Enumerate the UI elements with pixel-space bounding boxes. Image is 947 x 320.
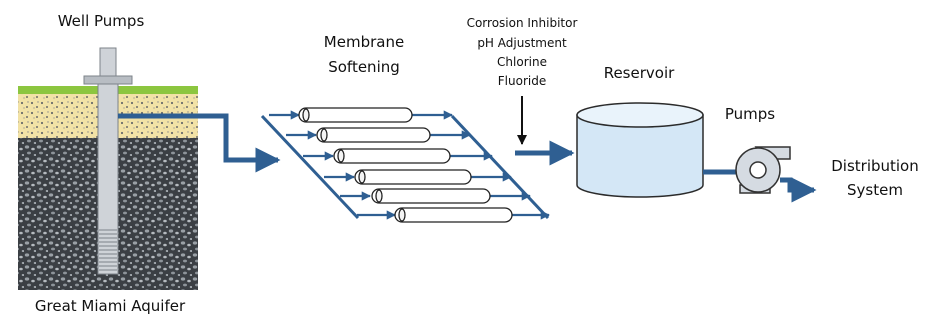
membrane-softening-unit — [260, 110, 550, 220]
reservoir-body — [576, 114, 704, 198]
membrane-tube — [371, 188, 491, 204]
chemical-label-line4: Fluoride — [498, 74, 546, 88]
well-head-flange — [83, 75, 133, 85]
reservoir-tank — [576, 102, 704, 198]
well-outlet-pipe — [118, 113, 281, 173]
membrane-tube — [333, 148, 451, 164]
chemical-label-line3: Chlorine — [497, 55, 547, 69]
distribution-system-label-line2: System — [847, 181, 903, 199]
chemical-label-line1: Corrosion Inhibitor — [467, 16, 578, 30]
well-screen — [99, 229, 117, 271]
pumps-label: Pumps — [725, 105, 775, 123]
membrane-tube — [316, 127, 431, 143]
well-pumps-label: Well Pumps — [58, 12, 145, 30]
membrane-tubes — [298, 107, 513, 223]
well — [83, 47, 133, 275]
membrane-tube — [298, 107, 413, 123]
distribution-pipe — [780, 177, 817, 203]
distribution-system-label-line1: Distribution — [831, 157, 919, 175]
membrane-tube — [394, 207, 513, 223]
well-head-cap — [99, 47, 117, 79]
pump-impeller — [749, 161, 767, 179]
membrane-permeate-arrows — [412, 110, 550, 220]
reservoir-label: Reservoir — [604, 64, 675, 82]
membrane-softening-label-line2: Softening — [328, 58, 400, 76]
pump-icon — [735, 146, 791, 194]
membrane-tube — [354, 169, 472, 185]
aquifer-label: Great Miami Aquifer — [35, 297, 186, 315]
inlet-manifold — [260, 114, 360, 220]
chemical-label-line2: pH Adjustment — [477, 36, 567, 50]
membrane-softening-label-line1: Membrane — [324, 33, 404, 51]
reservoir-top — [576, 102, 704, 128]
membrane-feed-arrows — [269, 110, 396, 220]
